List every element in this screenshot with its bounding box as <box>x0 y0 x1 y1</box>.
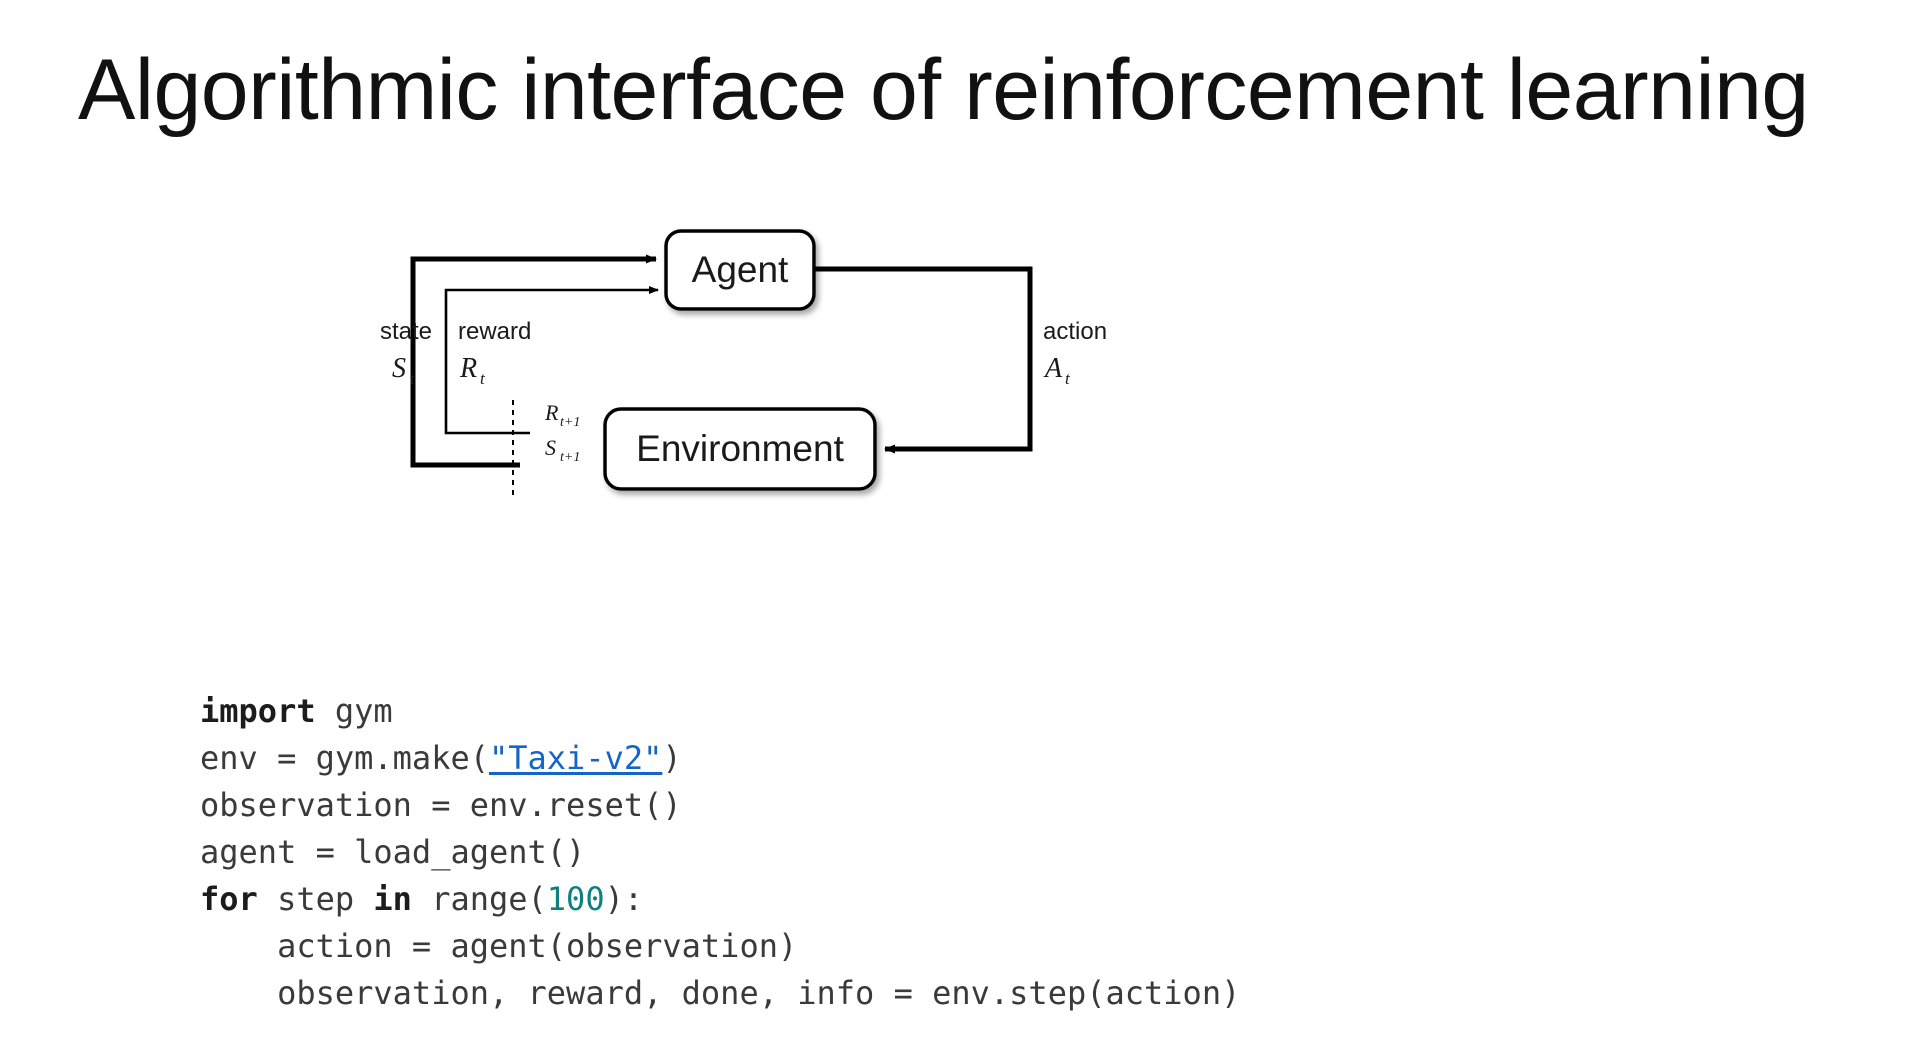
code-text: env = gym.make( <box>200 739 489 777</box>
code-line: agent = load_agent() <box>200 829 1240 876</box>
next-reward-label-subscript: t+1 <box>560 415 580 430</box>
code-line: import gym <box>200 688 1240 735</box>
agent-node: Agent <box>664 229 816 311</box>
next-state-label-group: S t+1 <box>545 435 580 465</box>
reward-label-group: reward R t <box>458 318 531 388</box>
environment-node-box <box>603 407 877 491</box>
code-text: agent = load_agent() <box>200 833 586 871</box>
action-label-subscript: t <box>1065 369 1071 388</box>
code-keyword: in <box>373 880 412 918</box>
code-line: observation, reward, done, info = env.st… <box>200 970 1240 1017</box>
action-label-group: action A t <box>1043 318 1107 388</box>
reward-label-word: reward <box>458 318 531 345</box>
next-state-label-subscript: t+1 <box>560 450 580 465</box>
next-state-label-symbol: S <box>545 435 556 460</box>
code-line: observation = env.reset() <box>200 782 1240 829</box>
code-text: step <box>257 880 374 918</box>
environment-node: Environment <box>603 407 877 491</box>
code-text: ) <box>662 739 682 777</box>
reward-label-symbol: R <box>459 353 477 384</box>
code-text: gym <box>315 692 393 730</box>
code-keyword: for <box>200 880 258 918</box>
action-edge <box>814 266 1033 454</box>
code-text: ): <box>604 880 644 918</box>
page-title: Algorithmic interface of reinforcement l… <box>78 42 1809 138</box>
state-label-subscript: t <box>410 369 416 388</box>
state-edge <box>410 254 657 468</box>
reward-label-subscript: t <box>480 369 486 388</box>
action-label-symbol: A <box>1043 353 1063 384</box>
code-line: action = agent(observation) <box>200 923 1240 970</box>
next-reward-label-group: R t+1 <box>544 400 580 430</box>
next-reward-label-symbol: R <box>544 400 559 425</box>
agent-node-label: Agent <box>692 249 789 290</box>
rl-loop-diagram: Agent Environment state S t <box>380 215 1170 515</box>
rl-loop-diagram-svg: Agent Environment state S t <box>380 229 1107 497</box>
code-text: action = agent(observation) <box>200 927 798 965</box>
environment-node-label: Environment <box>636 428 844 469</box>
code-text: observation = env.reset() <box>200 786 682 824</box>
action-label-word: action <box>1043 318 1107 345</box>
code-text: observation, reward, done, info = env.st… <box>200 974 1241 1012</box>
code-text: range( <box>411 880 547 918</box>
code-link-taxi-v2[interactable]: "Taxi-v2" <box>488 739 663 777</box>
code-keyword: import <box>200 692 316 730</box>
state-label-symbol: S <box>392 353 406 384</box>
code-number: 100 <box>546 880 605 918</box>
code-line: for step in range(100): <box>200 876 1240 923</box>
state-label-word: state <box>380 318 432 345</box>
code-line: env = gym.make("Taxi-v2") <box>200 735 1240 782</box>
reward-edge <box>444 286 659 435</box>
state-label-group: state S t <box>380 318 432 388</box>
